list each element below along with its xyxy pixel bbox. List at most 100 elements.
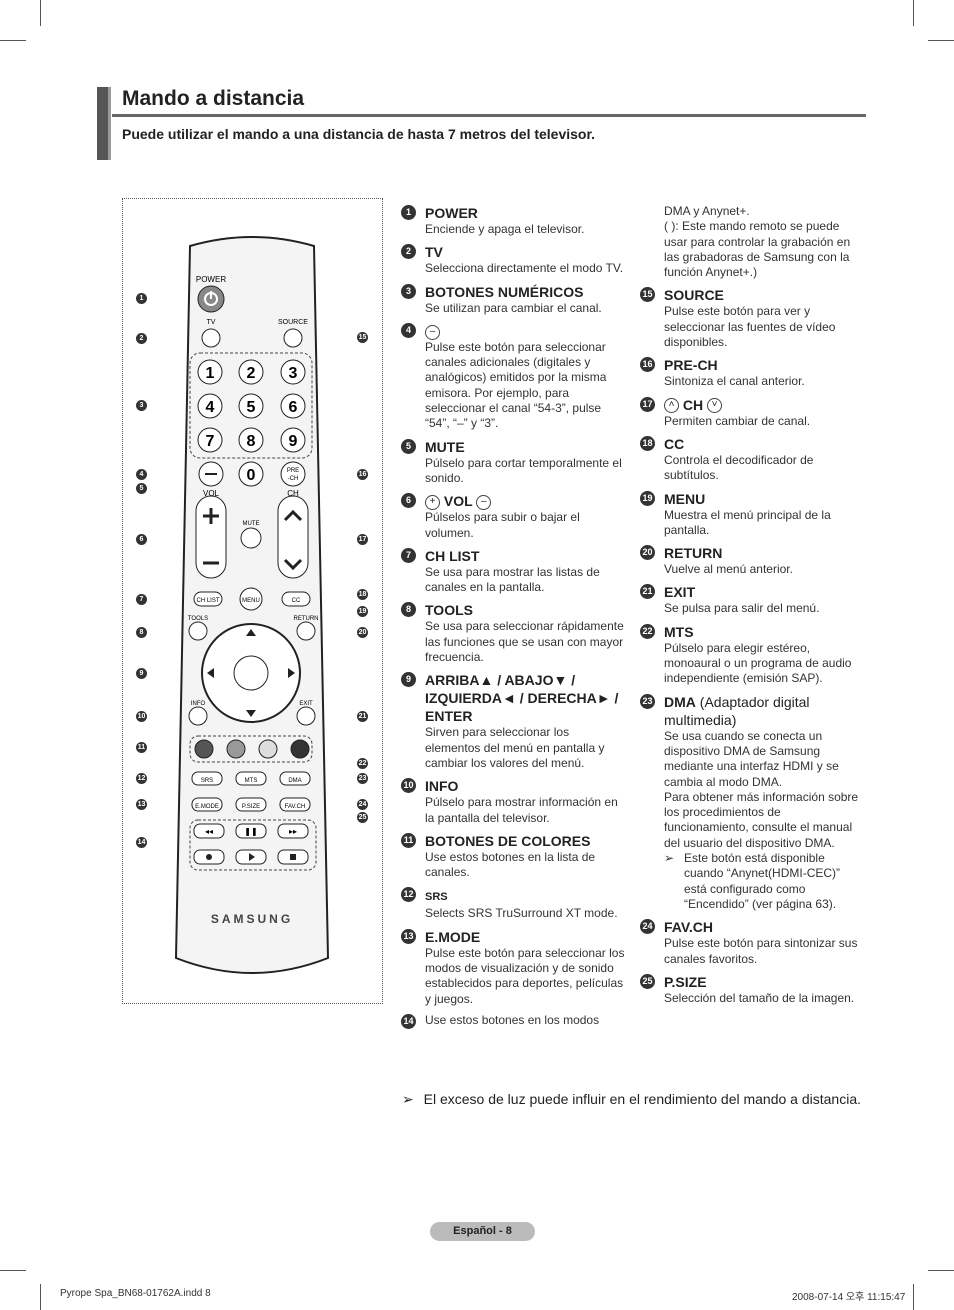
svg-text:E.MODE: E.MODE (195, 804, 219, 810)
svg-text:DMA: DMA (288, 778, 301, 784)
digit-button-4 (197, 393, 223, 419)
item-subnote: ➢Este botón está disponible cuando “Anyn… (664, 851, 841, 911)
item-number: 3 (401, 283, 416, 299)
svg-text:SRS: SRS (201, 778, 213, 784)
item-heading: E.MODE (425, 928, 481, 945)
note-arrow-icon: ➢ (664, 851, 675, 866)
tv-button (201, 328, 221, 348)
item-number: 13 (401, 928, 416, 944)
ch-rocker (277, 495, 309, 579)
digit-label: 6 (289, 399, 298, 416)
svg-text:▸▸: ▸▸ (289, 827, 297, 836)
item-heading: P.SIZE (664, 973, 707, 990)
svg-text:RETURN: RETURN (294, 616, 319, 622)
item-description: Pulse este botón para ver y seleccionar … (664, 304, 836, 350)
item-description: Púlselo para elegir estéreo, monoaural o… (664, 640, 852, 686)
crop-mark (928, 1270, 954, 1271)
callout-number: 7 (136, 594, 147, 605)
item-heading: POWER (425, 205, 478, 221)
callout-number: 11 (136, 742, 147, 753)
item-number: 24 (640, 919, 655, 935)
item-heading: SRS (425, 891, 448, 904)
page-subtitle: Puede utilizar el mando a una distancia … (122, 126, 596, 142)
callout-number: 21 (357, 711, 368, 722)
tools-button (188, 621, 208, 641)
note-text: El exceso de luz puede influir en el ren… (423, 1091, 862, 1107)
digit-label: 9 (289, 433, 298, 450)
remote-illustration-frame (122, 198, 383, 1004)
menu-button (239, 587, 263, 611)
color-buttons (194, 739, 310, 759)
dash-icon: – (425, 324, 440, 340)
item-number: 15 (640, 287, 655, 303)
callout-number: 17 (357, 534, 368, 545)
item-heading: INFO (425, 778, 459, 795)
callout-number: 6 (136, 534, 147, 545)
item-description: Muestra el menú principal de la pantalla… (664, 507, 831, 537)
favch-button (279, 797, 311, 812)
item-heading: BOTONES NUMÉRICOS (425, 283, 584, 300)
callout-number: 15 (357, 332, 368, 343)
item-number: 6 (401, 493, 416, 509)
item-heading: MUTE (425, 438, 465, 455)
callout-number: 16 (357, 469, 368, 480)
description-column-right: DMA y Anynet+.( ): Este mando remoto se … (640, 204, 866, 1012)
info-button (188, 706, 208, 726)
digit-label: 2 (247, 365, 256, 382)
item-description: Se usa para seleccionar rápidamente las … (425, 619, 624, 665)
digit-button-3 (280, 359, 306, 385)
item-heading: DMA (Adaptador digital multimedia) (664, 693, 810, 728)
crop-mark (0, 1270, 26, 1271)
title-rule (112, 114, 866, 117)
item-description: Púlselos para subir o bajar el volumen. (425, 510, 580, 540)
item-number: 25 (640, 973, 655, 989)
legend-item: DMA y Anynet+.( ): Este mando remoto se … (640, 204, 866, 280)
callout-number: 8 (136, 627, 147, 638)
enter-button (233, 655, 269, 691)
crop-mark (40, 1284, 41, 1310)
callout-number: 18 (357, 589, 368, 600)
digit-button-0 (238, 461, 264, 487)
digit-label: 4 (206, 399, 215, 416)
color-button (290, 739, 310, 759)
item-heading: BOTONES DE COLORES (425, 832, 591, 849)
crop-mark (40, 0, 41, 26)
svg-text:P.SIZE: P.SIZE (242, 804, 260, 810)
item-number: 7 (401, 547, 416, 563)
callout-number: 1 (136, 293, 147, 304)
svg-text:MTS: MTS (245, 778, 258, 784)
item-description: Use estos botones en los modos (425, 1012, 600, 1027)
digit-label: 3 (289, 365, 298, 382)
item-number: 12 (401, 887, 416, 903)
item-number: 14 (401, 1013, 416, 1029)
callout-number: 22 (357, 758, 368, 769)
title-accent-bar-light (108, 87, 111, 160)
item-number: 21 (640, 584, 655, 600)
item-heading: EXIT (664, 584, 696, 601)
return-button (296, 621, 316, 641)
callout-number: 9 (136, 668, 147, 679)
item-description: Use estos botones en la lista de canales… (425, 849, 596, 880)
crop-mark (928, 40, 954, 41)
item-description: Se usa cuando se conecta un dispositivo … (664, 728, 859, 850)
svg-text:◂◂: ◂◂ (205, 827, 213, 836)
vol-up-icon (203, 508, 219, 524)
power-label: POWER (196, 275, 226, 284)
item-heading: RETURN (664, 545, 723, 562)
callout-number: 13 (136, 799, 147, 810)
item-heading: + VOL – (425, 492, 627, 511)
item-number: 16 (640, 357, 655, 373)
svg-text:❚❚: ❚❚ (244, 827, 257, 836)
crop-mark (0, 40, 26, 41)
ch-down-icon (283, 558, 303, 571)
callout-number: 12 (136, 773, 147, 784)
print-slug-date: 2008-07-14 오후 11:15:47 (792, 1292, 906, 1303)
